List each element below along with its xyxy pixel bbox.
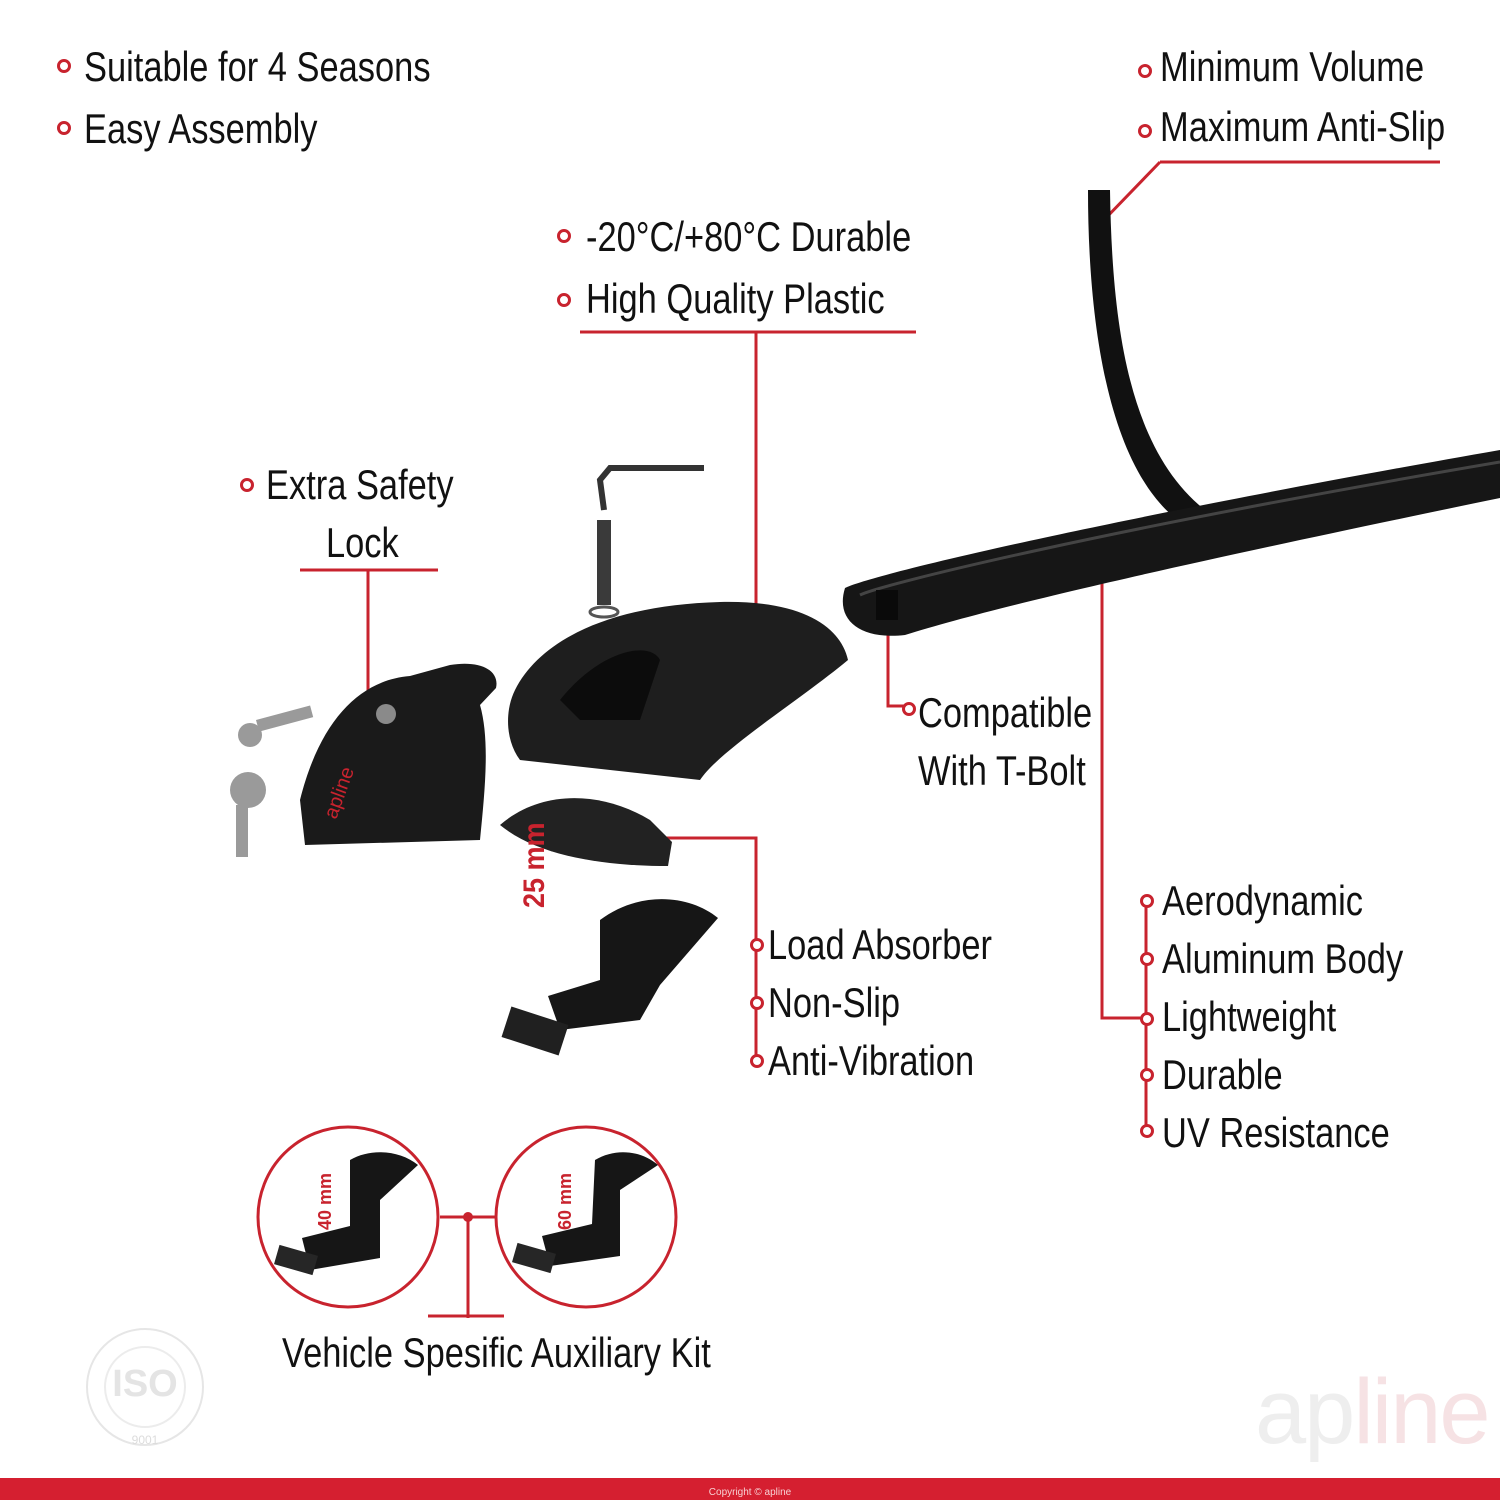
bar-highlight bbox=[859, 460, 1500, 597]
bullet-icon bbox=[1140, 894, 1154, 908]
bullet-icon bbox=[1138, 124, 1152, 138]
kit-60mm-part bbox=[542, 1152, 658, 1266]
iso-number: 9001 bbox=[131, 1433, 159, 1447]
dim-25mm: 25 mm bbox=[518, 822, 551, 908]
iso-badge: ISO 9001 bbox=[80, 1325, 210, 1455]
brand-watermark: apline bbox=[1255, 1360, 1491, 1465]
bullet-icon bbox=[902, 702, 916, 716]
kit-circle-40mm bbox=[256, 1125, 440, 1309]
bullet-icon bbox=[1140, 952, 1154, 966]
feature-tbolt: With T-Bolt bbox=[918, 747, 1086, 794]
dim-40mm: 40 mm bbox=[315, 1172, 335, 1230]
bullet-icon bbox=[1140, 1068, 1154, 1082]
footer-bar: Copyright © apline bbox=[0, 1478, 1500, 1500]
iso-seal-icon bbox=[86, 1328, 204, 1446]
load-absorber-pad bbox=[500, 798, 672, 866]
bullet-icon bbox=[1138, 64, 1152, 78]
iso-label: ISO bbox=[112, 1363, 178, 1405]
leader-lines bbox=[300, 160, 1440, 1318]
kit-60mm-block bbox=[512, 1242, 556, 1274]
bullet-icon bbox=[57, 59, 71, 73]
feature-aluminum: Aluminum Body bbox=[1162, 935, 1404, 982]
bullet-icon bbox=[750, 1054, 764, 1068]
kit-40mm-block bbox=[274, 1244, 318, 1276]
fitting-25mm bbox=[548, 899, 718, 1030]
feature-anti-vibration: Anti-Vibration bbox=[768, 1037, 975, 1084]
feature-safety: Extra Safety bbox=[266, 461, 454, 508]
feature-plastic: High Quality Plastic bbox=[586, 275, 885, 322]
keys bbox=[230, 705, 314, 857]
bolt bbox=[597, 520, 611, 605]
bullet-icon bbox=[557, 229, 571, 243]
feature-aerodynamic: Aerodynamic bbox=[1162, 877, 1363, 924]
feature-temperature: -20°C/+80°C Durable bbox=[586, 213, 912, 260]
t-slot bbox=[876, 590, 898, 620]
feature-seasons: Suitable for 4 Seasons bbox=[84, 43, 431, 90]
lock-cover bbox=[300, 663, 497, 845]
bullet-icon bbox=[240, 478, 254, 492]
dim-60mm: 60 mm bbox=[555, 1172, 575, 1230]
logo-main: ap bbox=[1255, 1361, 1355, 1463]
rubber-strip bbox=[1088, 190, 1205, 522]
feature-load-absorber: Load Absorber bbox=[768, 921, 993, 968]
kit-40mm-part bbox=[302, 1152, 418, 1270]
bullet-icon bbox=[1140, 1012, 1154, 1026]
bullet-icon bbox=[750, 996, 764, 1010]
foot-cavity bbox=[560, 650, 660, 720]
bullet-icon bbox=[57, 121, 71, 135]
footer-copyright: Copyright © apline bbox=[708, 1487, 792, 1498]
feature-anti-slip: Maximum Anti-Slip bbox=[1160, 103, 1446, 150]
feature-min-volume: Minimum Volume bbox=[1160, 43, 1425, 90]
feature-lock: Lock bbox=[326, 519, 399, 566]
aluminum-bar bbox=[842, 450, 1500, 636]
foot-housing bbox=[508, 601, 848, 780]
feature-durable: Durable bbox=[1162, 1051, 1283, 1098]
logo-accent: line bbox=[1353, 1361, 1490, 1463]
feature-assembly: Easy Assembly bbox=[84, 105, 318, 152]
kit-caption: Vehicle Spesific Auxiliary Kit bbox=[282, 1329, 711, 1376]
kit-circle-60mm bbox=[494, 1125, 678, 1309]
lock-cylinder bbox=[376, 704, 396, 724]
bullet-icon bbox=[557, 293, 571, 307]
bullet-icon bbox=[1140, 1124, 1154, 1138]
allen-key bbox=[596, 465, 704, 511]
feature-uv: UV Resistance bbox=[1162, 1109, 1390, 1156]
bullet-icon bbox=[750, 938, 764, 952]
feature-lightweight: Lightweight bbox=[1162, 993, 1337, 1040]
rubber-block bbox=[501, 1006, 569, 1056]
washer bbox=[588, 605, 620, 619]
feature-compatible: Compatible bbox=[918, 689, 1093, 736]
feature-non-slip: Non-Slip bbox=[768, 979, 901, 1026]
